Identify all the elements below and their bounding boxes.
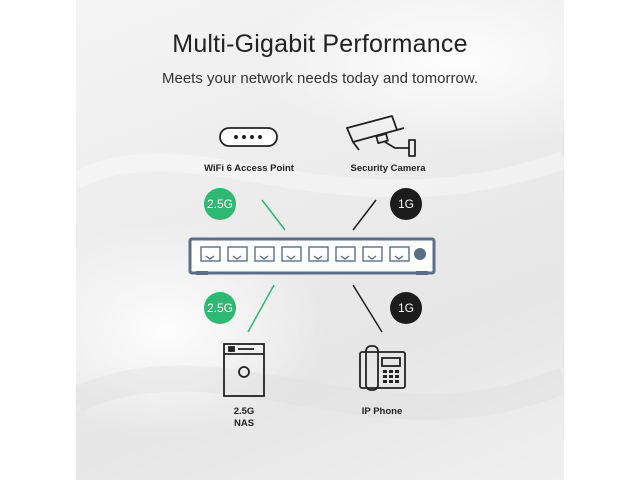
nas-speed-badge: 2.5G xyxy=(204,292,236,324)
network-switch xyxy=(188,237,436,275)
nas-link xyxy=(247,284,275,333)
switch-power-led xyxy=(414,248,426,260)
page-subtitle: Meets your network needs today and tomor… xyxy=(162,70,478,87)
nas-icon xyxy=(223,343,265,397)
ip-phone-icon xyxy=(359,345,406,391)
access-point-link xyxy=(261,199,286,231)
camera-label: Security Camera xyxy=(350,163,426,174)
access-point-speed-badge: 2.5G xyxy=(204,188,236,220)
nas-label-line1: 2.5G xyxy=(233,406,255,417)
access-point-label: WiFi 6 Access Point xyxy=(204,163,294,174)
phone-speed-badge: 1G xyxy=(390,292,422,324)
security-camera-icon xyxy=(346,115,416,157)
page-title: Multi-Gigabit Performance xyxy=(172,30,468,58)
nas-label-line2: NAS xyxy=(233,418,255,429)
phone-label: IP Phone xyxy=(361,406,403,417)
access-point-icon xyxy=(219,127,278,147)
network-diagram xyxy=(188,115,436,397)
infographic-canvas: Multi-Gigabit Performance Meets your net… xyxy=(76,0,564,480)
camera-link xyxy=(352,199,377,231)
camera-speed-badge: 1G xyxy=(390,188,422,220)
phone-link xyxy=(352,284,383,333)
switch-ports xyxy=(200,246,410,262)
nas-label: 2.5G NAS xyxy=(216,406,272,430)
